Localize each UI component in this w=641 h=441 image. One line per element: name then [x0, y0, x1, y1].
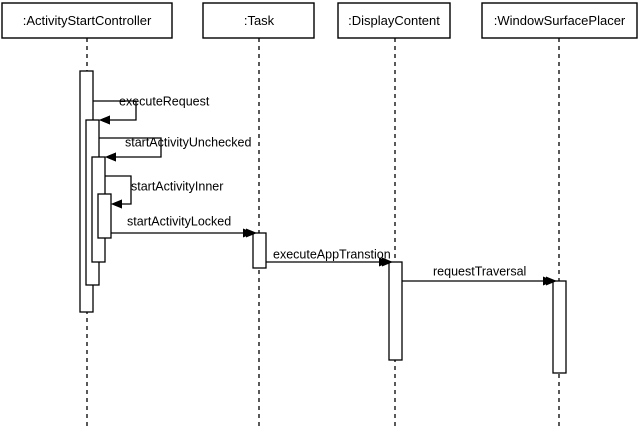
- lifeline-box-task: [202, 2, 315, 39]
- message-request-traversal[interactable]: requestTraversal: [402, 264, 554, 286]
- arrowhead-overlay-request-traversal: [546, 276, 557, 286]
- message-execute-app-transtion[interactable]: executeAppTranstion: [266, 247, 391, 267]
- message-start-activity-unchecked[interactable]: startActivityUnchecked: [99, 135, 251, 162]
- message-execute-request[interactable]: executeRequest: [93, 94, 210, 125]
- message-line-start-activity-inner: [105, 175, 132, 205]
- activation-bar-asc-level-3[interactable]: [97, 193, 112, 239]
- arrowhead-overlay-start-activity-locked: [246, 228, 257, 238]
- message-label-execute-app-transtion: executeAppTranstion: [273, 247, 391, 261]
- lifeline-label-window-surface-placer: :WindowSurfacePlacer: [494, 13, 626, 28]
- message-label-start-activity-unchecked: startActivityUnchecked: [125, 135, 251, 149]
- lifeline-header-window-surface-placer[interactable]: :WindowSurfacePlacer: [481, 2, 638, 39]
- lifeline-label-activity-start-controller: :ActivityStartController: [23, 13, 152, 28]
- arrowhead-overlay-start-activity-inner: [111, 199, 122, 209]
- message-label-execute-request: executeRequest: [119, 94, 210, 108]
- messages-group: executeRequest startActivityUnchecked st…: [93, 94, 554, 286]
- arrowhead-overlay-start-activity-unchecked: [105, 152, 116, 162]
- message-label-request-traversal: requestTraversal: [433, 264, 526, 278]
- lifeline-header-display-content[interactable]: :DisplayContent: [337, 2, 451, 39]
- lifeline-header-task[interactable]: :Task: [202, 2, 315, 39]
- lifeline-headers-group: :ActivityStartController :Task :DisplayC…: [1, 2, 638, 39]
- arrowheads-overlay-group: [99, 115, 557, 286]
- activation-bar-display-content[interactable]: [388, 261, 403, 361]
- lifeline-box-display-content: [337, 2, 451, 39]
- message-start-activity-inner[interactable]: startActivityInner: [105, 175, 223, 209]
- message-label-start-activity-locked: startActivityLocked: [127, 214, 231, 228]
- message-start-activity-locked[interactable]: startActivityLocked: [111, 214, 254, 238]
- activations-group: [79, 70, 567, 374]
- arrowhead-overlay-execute-app-transtion: [382, 257, 393, 267]
- activation-bar-window-surface-placer[interactable]: [552, 280, 567, 374]
- message-line-start-activity-unchecked: [99, 137, 162, 158]
- lifeline-header-activity-start-controller[interactable]: :ActivityStartController: [1, 2, 173, 39]
- lifeline-box-activity-start-controller: [1, 2, 173, 39]
- lifeline-label-task: :Task: [244, 13, 275, 28]
- message-line-execute-request: [93, 100, 137, 121]
- lifeline-box-window-surface-placer: [481, 2, 638, 39]
- message-label-start-activity-inner: startActivityInner: [131, 179, 223, 193]
- lifeline-label-display-content: :DisplayContent: [348, 13, 440, 28]
- activation-bar-task[interactable]: [252, 232, 267, 269]
- arrowhead-overlay-execute-request: [99, 115, 110, 125]
